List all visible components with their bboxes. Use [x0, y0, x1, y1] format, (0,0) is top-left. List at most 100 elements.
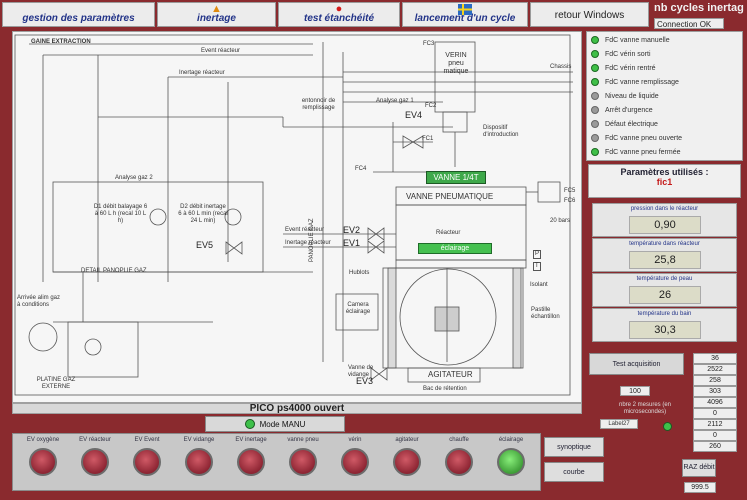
vanne-quart-tour: VANNE 1/4T — [426, 171, 486, 184]
temperature-reacteur-box: température dans réacteur 25,8 — [592, 238, 737, 272]
fc1-label: FC1 — [422, 136, 434, 142]
entonnoir-label: entonnoir de remplissage — [301, 98, 336, 111]
params-box: Paramètres utilisés : fic1 — [588, 164, 741, 198]
inertage-button[interactable]: ▲ inertage — [157, 2, 276, 27]
toggle-button[interactable] — [497, 448, 525, 476]
ev4-label: EV4 — [405, 110, 423, 120]
status-fdc-vanne-pneu-fermee: FdC vanne pneu fermée — [591, 145, 681, 159]
top-toolbar: gestion des paramètres ▲ inertage ● test… — [0, 0, 747, 30]
toggle-button[interactable] — [289, 448, 317, 476]
control-agitateur[interactable]: agitateur — [381, 434, 433, 492]
manual-controls-bar: EV oxygène EV réacteur EV Event EV vidan… — [12, 433, 541, 491]
gestion-parametres-label: gestion des paramètres — [22, 13, 135, 24]
platine-gaz-label: PLATINE GAZ EXTERNE — [36, 377, 76, 390]
connection-status: Connection OK — [654, 18, 724, 29]
status-led-icon — [591, 36, 599, 44]
analyse-gaz1-label: Analyse gaz 1 — [376, 98, 414, 104]
status-fdc-vanne-manuelle: FdC vanne manuelle — [591, 33, 670, 47]
acq-value: 36 — [693, 353, 737, 364]
test-acquisition-button[interactable]: Test acquisition — [589, 353, 684, 375]
pico-status-title: PICO ps4000 ouvert — [12, 403, 582, 414]
p-sensor: P — [533, 250, 542, 259]
status-led-icon — [591, 92, 599, 100]
gaine-extraction-label: GAINE EXTRACTION — [31, 39, 91, 45]
status-label: FdC vanne pneu fermée — [605, 148, 681, 156]
inertage-reacteur-label: Inertage réacteur — [179, 70, 225, 76]
status-label: FdC vérin sorti — [605, 50, 651, 58]
control-verin[interactable]: vérin — [329, 434, 381, 492]
reacteur-label: Réacteur — [436, 230, 461, 236]
lancement-cycle-label: lancement d'un cycle — [414, 13, 516, 24]
status-niveau-liquide: Niveau de liquide — [591, 89, 659, 103]
moyenne-label: nbre 2 mesures (en microsecondes) — [618, 402, 672, 415]
panoplie-gaz-label: PANOPLIE GAZ — [309, 218, 315, 262]
control-ev-reacteur[interactable]: EV réacteur — [69, 434, 121, 492]
acq-count-field[interactable]: 100 — [620, 386, 650, 396]
acq-value: 258 — [693, 375, 737, 386]
acquisition-values: 36 2522 258 303 4096 0 2112 0 260 — [693, 353, 737, 452]
test-etancheite-button[interactable]: ● test étanchéité — [278, 2, 400, 27]
status-label: Défaut électrique — [605, 120, 658, 128]
eclairage-indicator: éclairage — [418, 243, 492, 254]
status-led-icon — [591, 50, 599, 58]
control-eclairage[interactable]: éclairage — [485, 434, 537, 492]
temperature-bain-box: température du bain 30,3 — [592, 308, 737, 342]
gestion-parametres-button[interactable]: gestion des paramètres — [2, 2, 155, 27]
control-label: vanne pneu — [287, 437, 319, 443]
chassis-label: Chassis — [550, 64, 572, 70]
acq-value: 2522 — [693, 364, 737, 375]
mode-manu-button[interactable]: Mode MANU — [205, 416, 345, 432]
agitateur-label: AGITATEUR — [428, 370, 473, 379]
control-label: vérin — [348, 437, 362, 443]
lancement-cycle-button[interactable]: lancement d'un cycle — [402, 2, 528, 27]
toggle-button[interactable] — [185, 448, 213, 476]
status-led-icon — [591, 120, 599, 128]
toggle-button[interactable] — [341, 448, 369, 476]
toggle-button[interactable] — [393, 448, 421, 476]
status-fdc-vanne-pneu-ouverte: FdC vanne pneu ouverte — [591, 131, 682, 145]
control-label: EV Event — [134, 437, 160, 443]
control-chauffe[interactable]: chauffe — [433, 434, 485, 492]
control-ev-inertage[interactable]: EV inertage — [225, 434, 277, 492]
control-ev-vidange[interactable]: EV vidange — [173, 434, 225, 492]
measure-label: température dans réacteur — [629, 241, 700, 247]
retour-windows-button[interactable]: retour Windows — [530, 2, 649, 27]
status-led-icon — [591, 78, 599, 86]
synoptique-button[interactable]: synoptique — [544, 437, 604, 457]
measure-label: température de peau — [636, 276, 693, 282]
right-panel: FdC vanne manuelle FdC vérin sorti FdC v… — [586, 31, 743, 348]
acq-value: 4096 — [693, 397, 737, 408]
temperature-peau-box: température de peau 26 — [592, 273, 737, 307]
ev2-label: EV2 — [343, 225, 361, 235]
acq-value: 2112 — [693, 419, 737, 430]
acq-value: 303 — [693, 386, 737, 397]
toggle-button[interactable] — [237, 448, 265, 476]
control-label: EV oxygène — [26, 437, 60, 443]
hublots-label: Hublots — [349, 270, 370, 276]
status-label: Arrêt d'urgence — [605, 106, 653, 114]
control-ev-event[interactable]: EV Event — [121, 434, 173, 492]
event-reacteur-label: Event réacteur — [201, 48, 241, 54]
toggle-button[interactable] — [29, 448, 57, 476]
arrivee-gaz-label: Arrivée alim gaz à conditions — [17, 295, 61, 308]
raz-value-field: 999.5 — [684, 482, 716, 493]
status-led-icon — [591, 64, 599, 72]
analyse-gaz2-label: Analyse gaz 2 — [115, 175, 153, 181]
measure-value: 25,8 — [629, 251, 701, 269]
pressure-20-label: 20 bars — [550, 218, 571, 224]
courbe-button[interactable]: courbe — [544, 462, 604, 482]
toggle-button[interactable] — [81, 448, 109, 476]
test-etancheite-label: test étanchéité — [303, 13, 375, 24]
toggle-button[interactable] — [133, 448, 161, 476]
detail-gaz-label: DETAIL PANOPLIE GAZ — [81, 268, 147, 274]
dispositif-label: Dispositif d'introduction — [483, 125, 519, 138]
balloon-icon: ● — [335, 3, 343, 15]
control-ev-oxygene[interactable]: EV oxygène — [17, 434, 69, 492]
pression-reacteur-box: pression dans le réacteur 0,90 — [592, 203, 737, 237]
raz-debit-button[interactable]: RAZ débit — [682, 459, 716, 477]
status-label: Niveau de liquide — [605, 92, 659, 100]
toggle-button[interactable] — [445, 448, 473, 476]
d1-label: D1 débit balayage 6 à 60 L h (recal 10 L… — [93, 204, 148, 224]
control-vanne-pneu[interactable]: vanne pneu — [277, 434, 329, 492]
control-label: EV inertage — [235, 437, 267, 443]
